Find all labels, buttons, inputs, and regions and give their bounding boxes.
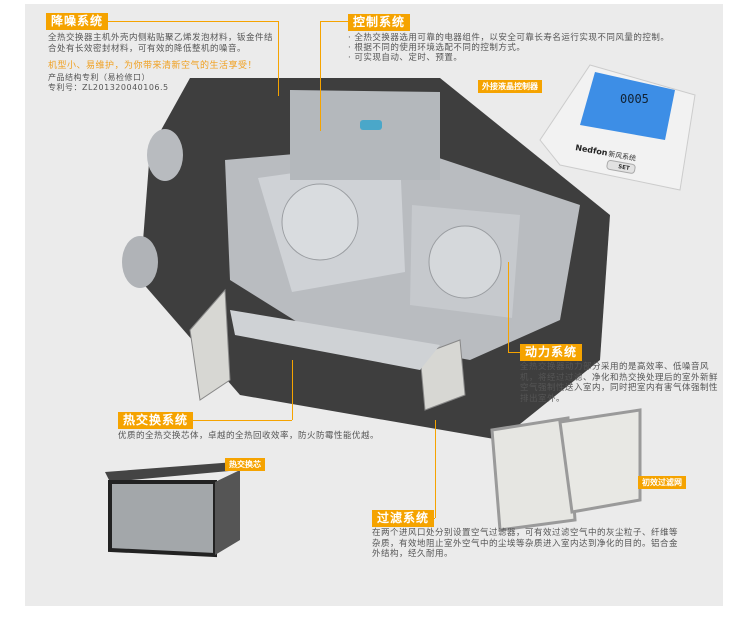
filter-system-text: 在两个进风口处分别设置空气过滤器，可有效过滤空气中的灰尘粒子、纤维等杂质，有效地… xyxy=(372,528,679,559)
controller-display: 0005 xyxy=(620,92,649,106)
power-system-title: 动力系统 xyxy=(520,344,583,361)
set-button[interactable] xyxy=(606,159,636,174)
set-button-label: SET xyxy=(618,164,631,172)
control-item: · 可实现自动、定时、预置。 xyxy=(348,53,463,63)
heat-exchange-title: 热交换系统 xyxy=(118,412,194,429)
callout-line xyxy=(508,352,520,353)
callout-line xyxy=(292,360,293,420)
fan-right xyxy=(428,225,502,299)
callout-line xyxy=(108,21,278,22)
callout-line xyxy=(508,262,509,352)
patent-number: 专利号：ZL201320040106.5 xyxy=(48,83,169,92)
callout-line xyxy=(435,420,436,518)
primary-filter-tag: 初效过滤网 xyxy=(638,476,686,489)
control-item: · 全热交换器选用可靠的电器组件，以安全可靠长寿名运行实现不同风量的控制。 xyxy=(348,33,670,43)
heat-exchange-core xyxy=(105,462,240,558)
slogan: 机型小、易维护，为你带来清新空气的生活享受！ xyxy=(48,61,258,71)
control-box-label xyxy=(360,120,382,130)
filter-left xyxy=(189,288,231,401)
callout-line xyxy=(320,21,321,131)
access-panel xyxy=(230,310,440,370)
lcd-controller: 0005 Nedfon 新风系统 SET xyxy=(539,64,696,191)
duct-bottom xyxy=(122,236,158,288)
patent-label: 产品结构专利（易检修口） xyxy=(48,73,150,82)
power-system-text: 全热交换器动力部分采用的是高效率、低噪音风机，将经过过滤、净化和热交换处理后的室… xyxy=(520,362,719,404)
heat-exchange-text: 优质的全热交换芯体，卓越的全热回收效率，防火防霉性能优越。 xyxy=(118,431,380,441)
callout-line xyxy=(188,420,292,421)
filter-right xyxy=(419,339,466,411)
primary-filters xyxy=(490,408,642,532)
noise-system-text: 全热交换器主机外壳内侧粘贴聚乙烯发泡材料，钣金件结合处有长效密封材料，可有效的降… xyxy=(48,33,274,54)
control-box xyxy=(290,90,440,180)
control-system-title: 控制系统 xyxy=(348,14,411,31)
callout-line xyxy=(320,21,348,22)
callout-line xyxy=(278,21,279,96)
filter-system-title: 过滤系统 xyxy=(372,510,435,527)
control-item: · 根据不同的使用环境选配不同的控制方式。 xyxy=(348,43,526,53)
lcd-controller-tag: 外接液晶控制器 xyxy=(478,80,542,93)
fan-left xyxy=(281,183,359,261)
lcd-screen xyxy=(580,72,675,140)
noise-system-title: 降噪系统 xyxy=(46,13,109,30)
heat-core-tag: 热交换芯 xyxy=(225,458,265,471)
duct-top xyxy=(147,129,183,181)
